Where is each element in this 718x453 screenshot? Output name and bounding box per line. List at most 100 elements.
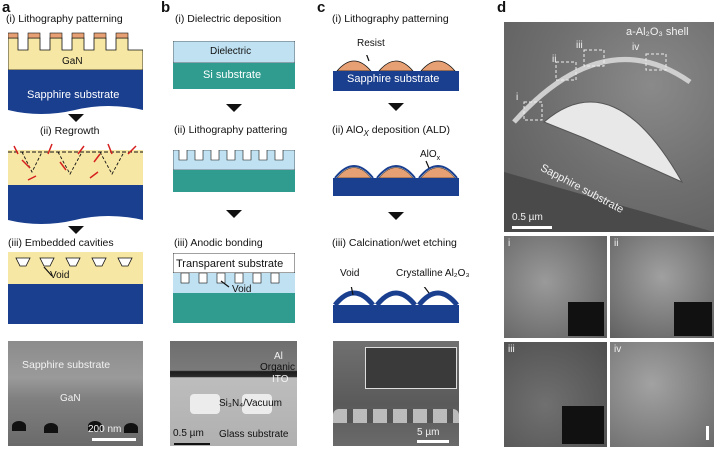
panel-b-step1-title: (i) Dielectric deposition bbox=[175, 13, 282, 25]
panel-b-letter: b bbox=[161, 0, 171, 16]
sem-dome-row bbox=[333, 409, 459, 423]
micrograph-b-scalebar bbox=[174, 443, 210, 445]
panel-b-arrow-1 bbox=[226, 104, 242, 112]
micrograph-b-sin-vac: Si₃N₄/Vacuum bbox=[219, 398, 282, 409]
panel-a-arrow-2 bbox=[68, 226, 84, 234]
panel-b-arrow-2 bbox=[226, 210, 242, 218]
cavity-dark-2 bbox=[44, 423, 58, 433]
panel-a-step3-title: (iii) Embedded cavities bbox=[8, 237, 114, 249]
panel-b-step2-diagram bbox=[173, 150, 295, 192]
micrograph-b-glass: Glass substrate bbox=[219, 429, 289, 440]
tem-scale-label: 0.5 µm bbox=[512, 212, 543, 223]
panel-c-arrow-2 bbox=[388, 212, 404, 220]
resist-domes-2 bbox=[336, 167, 456, 179]
panel-b-si-label: Si substrate bbox=[203, 69, 262, 81]
panel-c-letter: c bbox=[317, 0, 326, 16]
panel-d-hrtem-iii: iii bbox=[504, 342, 607, 447]
micrograph-b-organic: Organic bbox=[260, 362, 296, 373]
micrograph-b-ito: ITO bbox=[272, 374, 289, 385]
panel-b-step3-title: (iii) Anodic bonding bbox=[174, 237, 263, 249]
mask-2 bbox=[27, 32, 41, 39]
micrograph-a-scalebar bbox=[92, 438, 136, 441]
fft-inset-ii bbox=[674, 302, 712, 336]
mask-6 bbox=[115, 32, 129, 39]
panel-a-step2-title: (ii) Regrowth bbox=[40, 125, 100, 137]
alox-shells bbox=[334, 165, 458, 179]
panel-c-crystalline-label: Crystalline Al₂O₃ bbox=[396, 268, 470, 279]
sapphire-c3 bbox=[333, 305, 459, 323]
panel-a-step1-diagram bbox=[8, 32, 143, 114]
panel-c-step2-diagram bbox=[333, 160, 459, 196]
roi-boxes bbox=[523, 49, 667, 121]
panel-c-void-label: Void bbox=[340, 268, 360, 279]
panel-d-hrtem-iv: iv bbox=[610, 342, 714, 447]
panel-c-step1-diagram bbox=[333, 55, 459, 91]
gan-embedded bbox=[8, 252, 143, 284]
panel-c-step2-title: (ii) AlOX deposition (ALD) bbox=[332, 124, 450, 139]
tem-scalebar bbox=[512, 226, 552, 229]
cavity-dark-4 bbox=[124, 423, 138, 433]
fft-inset-i bbox=[568, 302, 604, 336]
panel-c-alox-label: AlOx bbox=[420, 149, 441, 162]
mask-1 bbox=[8, 32, 19, 39]
sapphire-embedded bbox=[8, 284, 143, 324]
panel-c-sapphire-label: Sapphire substrate bbox=[347, 73, 440, 85]
panel-a-step3-diagram bbox=[8, 252, 143, 324]
micrograph-c-scalebar bbox=[417, 440, 449, 443]
shell-drawing bbox=[504, 49, 714, 232]
v-pits bbox=[21, 151, 125, 175]
panel-c-step1-title: (i) Lithography patterning bbox=[332, 13, 449, 25]
sapphire-layer bbox=[8, 70, 143, 114]
sapphire-layer-2 bbox=[8, 185, 143, 224]
micrograph-a-gan: GaN bbox=[60, 393, 81, 404]
panel-d-hrtem-i: i bbox=[504, 236, 607, 338]
panel-b-transparent-label: Transparent substrate bbox=[176, 258, 284, 270]
fft-inset-iii bbox=[562, 406, 604, 444]
panel-b-dielectric-label: Dielectric bbox=[210, 46, 252, 57]
hrtem-ii-label: ii bbox=[614, 238, 619, 249]
panel-a-gan-label: GaN bbox=[62, 56, 83, 67]
micrograph-a-sapphire: Sapphire substrate bbox=[22, 359, 111, 371]
panel-b-step3-diagram bbox=[173, 253, 295, 323]
sapphire-c2 bbox=[333, 178, 459, 196]
panel-b-step1-diagram bbox=[173, 41, 295, 89]
panel-c-micrograph: 5 µm bbox=[333, 341, 459, 446]
embedded-voids bbox=[15, 257, 133, 267]
tem-roi-ii: ii bbox=[552, 54, 557, 65]
sapphire-c1 bbox=[333, 71, 459, 91]
micrograph-c-scale-label: 5 µm bbox=[417, 427, 440, 438]
tem-roi-iii: iii bbox=[576, 40, 583, 51]
si-substrate bbox=[173, 63, 295, 89]
tem-roi-iv: iv bbox=[632, 42, 640, 53]
hrtem-i-label: i bbox=[508, 238, 511, 249]
sin-block bbox=[190, 394, 220, 414]
mask-5 bbox=[93, 32, 107, 39]
panel-d-letter: d bbox=[497, 0, 507, 16]
vacuum-block bbox=[242, 394, 272, 414]
panel-a-void-label: Void bbox=[50, 270, 70, 281]
hrtem-iii-label: iii bbox=[508, 344, 515, 355]
crystalline-shells bbox=[333, 290, 459, 307]
panel-c-step3-diagram bbox=[333, 287, 459, 323]
panel-a-sapphire-label: Sapphire substrate bbox=[27, 89, 120, 101]
resist-domes bbox=[336, 60, 456, 72]
panel-c-step3-title: (iii) Calcination/wet etching bbox=[332, 237, 457, 249]
panel-b-step2-title: (ii) Lithography pattering bbox=[174, 124, 288, 136]
panel-c-arrow-1 bbox=[388, 103, 404, 111]
panel-a-letter: a bbox=[2, 0, 11, 16]
panel-a-micrograph: Sapphire substrate GaN 200 nm bbox=[8, 341, 143, 446]
tem-shell-label: a-Al₂O₃ shell bbox=[626, 26, 689, 38]
si-substrate-2 bbox=[173, 170, 295, 192]
panel-a-step2-diagram bbox=[8, 143, 143, 224]
patterned-dielectric bbox=[173, 150, 295, 171]
cavity-dark-1 bbox=[12, 421, 26, 431]
panel-a-step1-title: (i) Lithography patterning bbox=[6, 13, 123, 25]
micrograph-a-scale-label: 200 nm bbox=[88, 424, 122, 435]
panel-d-hrtem-ii: ii bbox=[610, 236, 714, 338]
micrograph-b-scale-label: 0.5 µm bbox=[173, 428, 204, 439]
cavity-dark-3 bbox=[88, 421, 102, 431]
panel-b-micrograph: Al Organic ITO Si₃N₄/Vacuum 0.5 µm Glass… bbox=[170, 341, 297, 446]
mask-3 bbox=[49, 32, 63, 39]
hrtem-scalebar bbox=[706, 426, 709, 440]
regrowth-arrows bbox=[13, 143, 137, 181]
